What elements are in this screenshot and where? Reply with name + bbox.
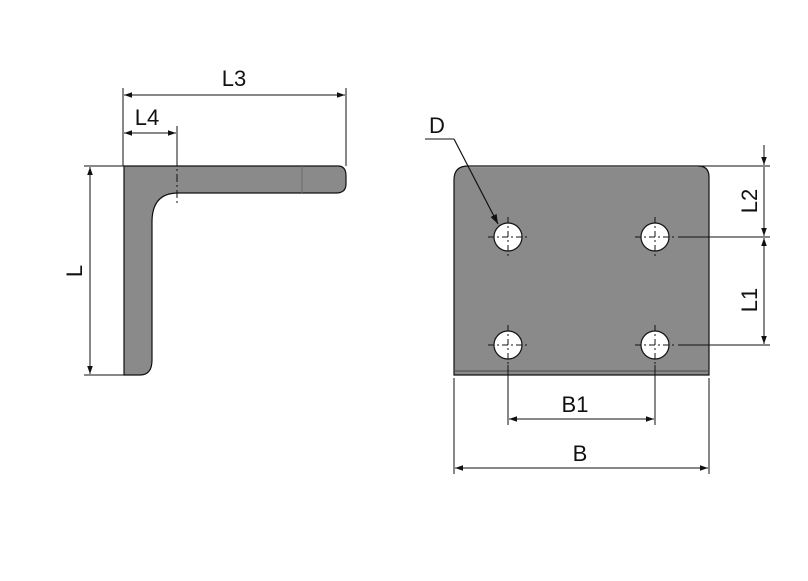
dimension-label-b: B	[573, 441, 588, 466]
dimension-label-l1: L1	[737, 288, 762, 312]
dimension-label-d: D	[429, 113, 445, 138]
d-leader-arrow	[453, 138, 499, 225]
dimension-label-l4: L4	[135, 105, 159, 130]
angle-profile	[123, 165, 347, 376]
plate	[453, 165, 710, 376]
dimension-label-b1: B1	[562, 392, 589, 417]
dimension-label-l2: L2	[737, 189, 762, 213]
dimension-label-l3: L3	[222, 66, 246, 91]
side-view: L3 L4 L	[62, 66, 347, 376]
hole-centerlines	[488, 217, 675, 365]
front-view: D L2 L1 B1 B	[425, 113, 770, 474]
dimension-label-l: L	[62, 265, 87, 277]
